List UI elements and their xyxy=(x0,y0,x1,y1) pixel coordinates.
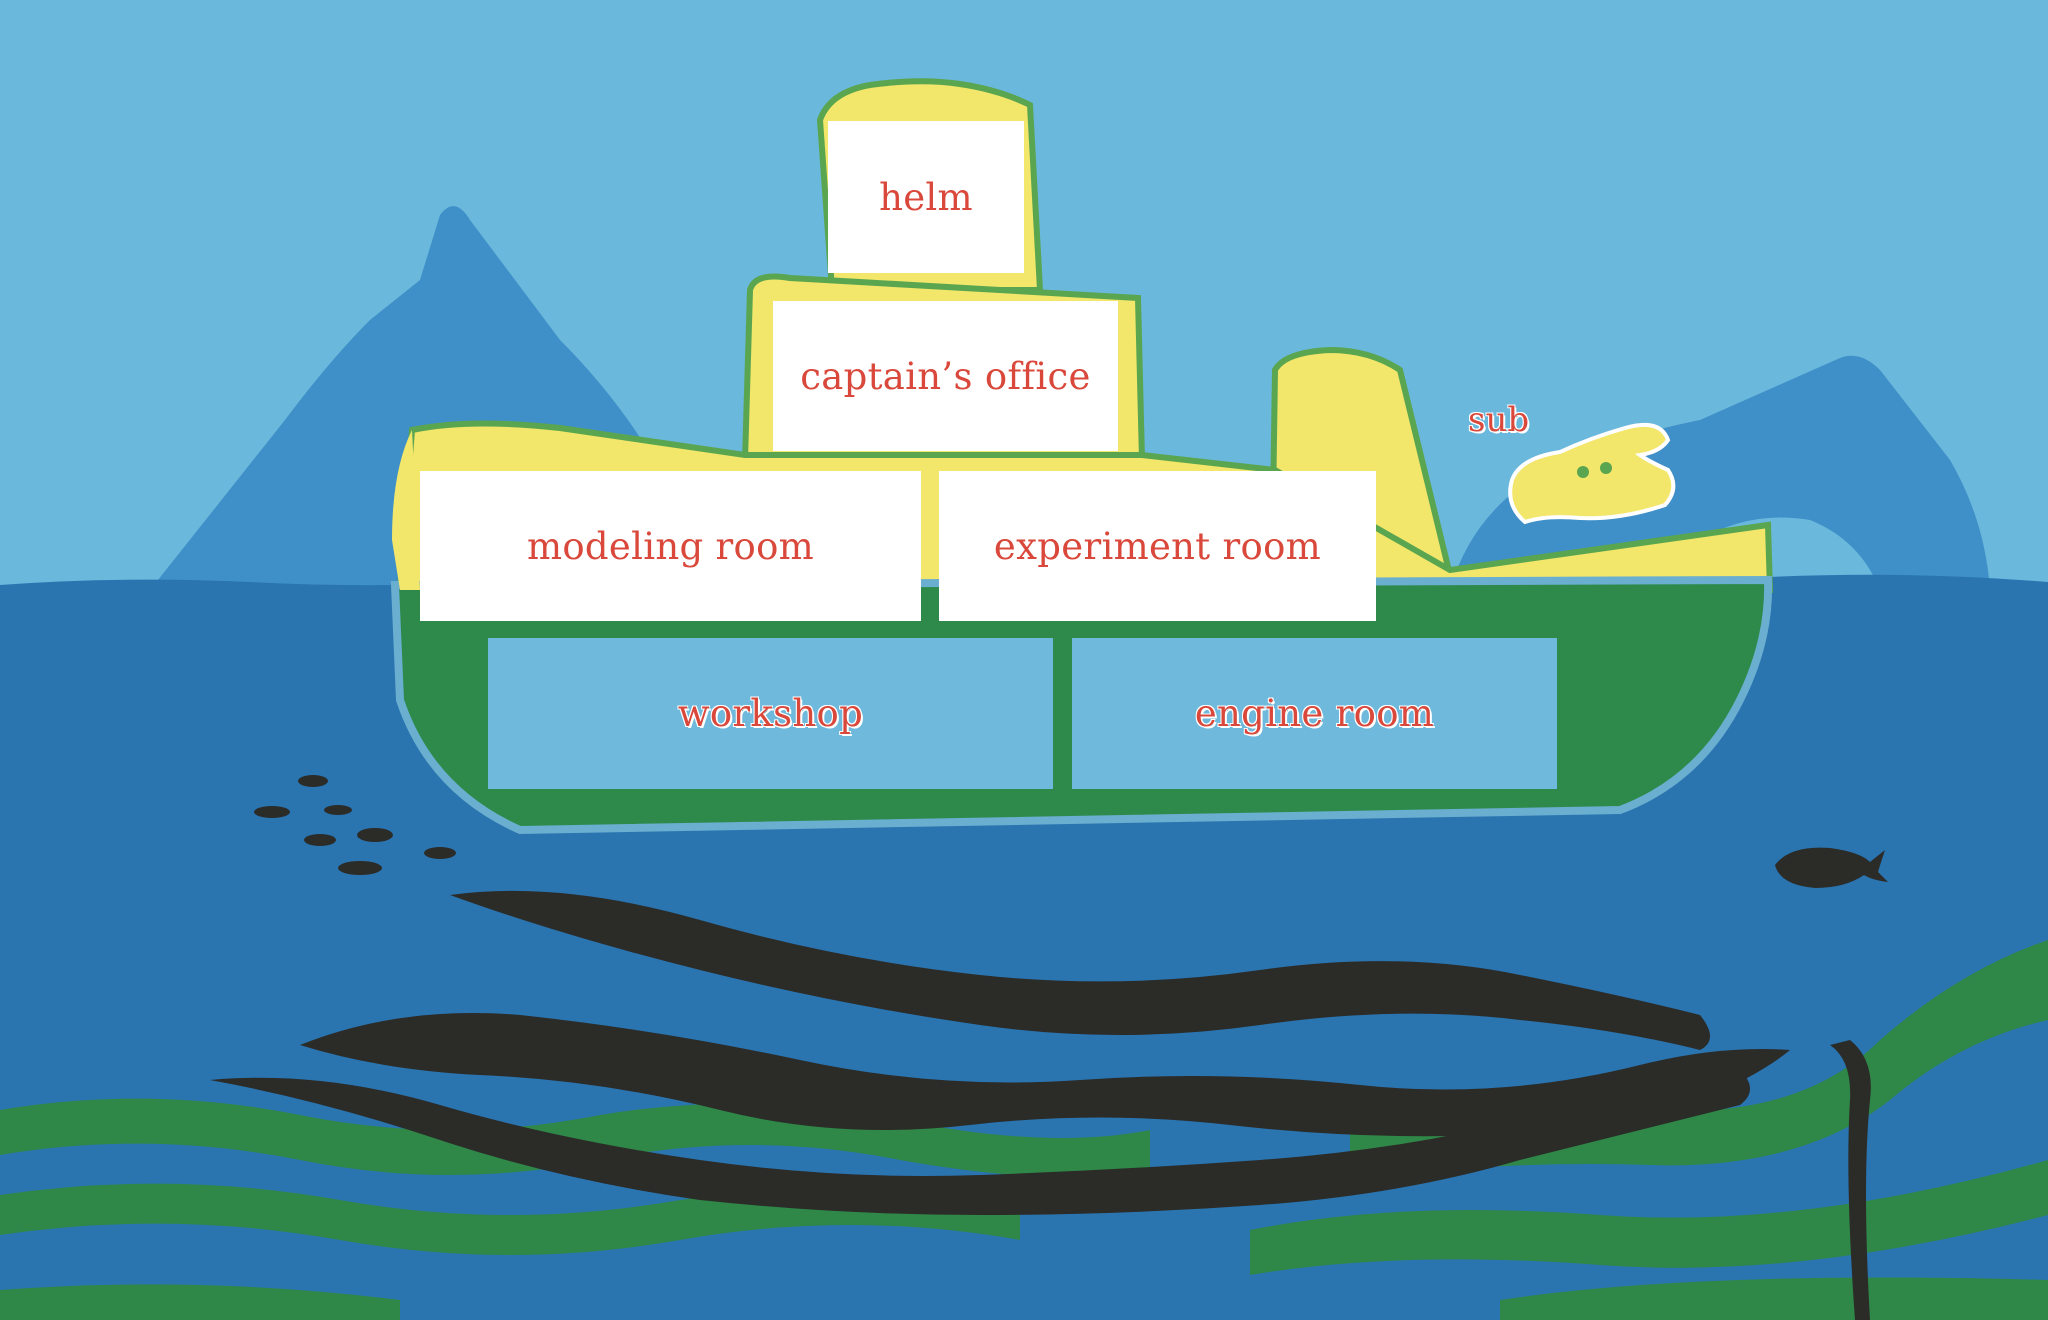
room-workshop-label: workshop xyxy=(677,692,864,735)
room-modeling-room-label: modeling room xyxy=(526,524,815,568)
room-engine-room-label: engine room xyxy=(1194,692,1435,735)
room-helm-label: helm xyxy=(879,175,973,219)
room-helm[interactable]: helm xyxy=(828,121,1024,273)
submarine-icon xyxy=(1508,423,1676,525)
room-experiment-room[interactable]: experiment room xyxy=(939,471,1376,621)
room-workshop[interactable]: workshop xyxy=(488,638,1053,789)
room-modeling-room[interactable]: modeling room xyxy=(420,471,921,621)
room-captains-office-label: captain’s office xyxy=(800,354,1091,398)
room-captains-office[interactable]: captain’s office xyxy=(773,301,1118,451)
room-engine-room[interactable]: engine room xyxy=(1072,638,1557,789)
sub-label[interactable]: sub xyxy=(1468,400,1530,440)
fish-school-icon xyxy=(254,775,456,875)
kelp-icon xyxy=(210,890,1871,1320)
island-icon xyxy=(1450,355,1990,590)
fish-icon xyxy=(1775,847,1888,888)
room-experiment-room-label: experiment room xyxy=(993,524,1322,568)
